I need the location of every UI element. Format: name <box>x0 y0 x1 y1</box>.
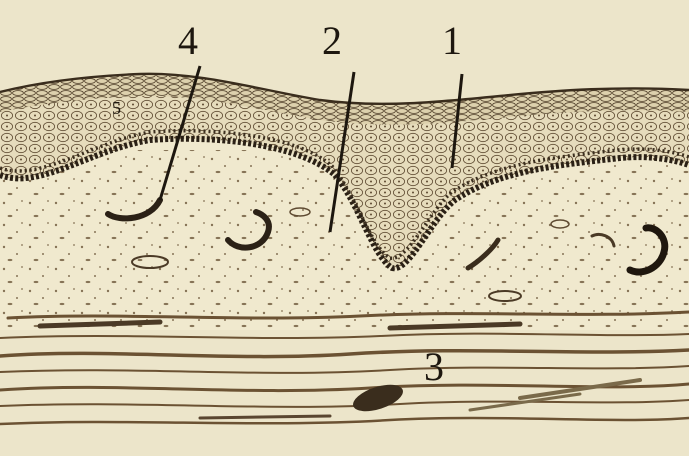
label-2: 2 <box>322 18 342 63</box>
label-3: 3 <box>424 344 444 389</box>
label-1: 1 <box>442 18 462 63</box>
label-4: 4 <box>178 18 198 63</box>
label-5: 5 <box>112 98 121 118</box>
